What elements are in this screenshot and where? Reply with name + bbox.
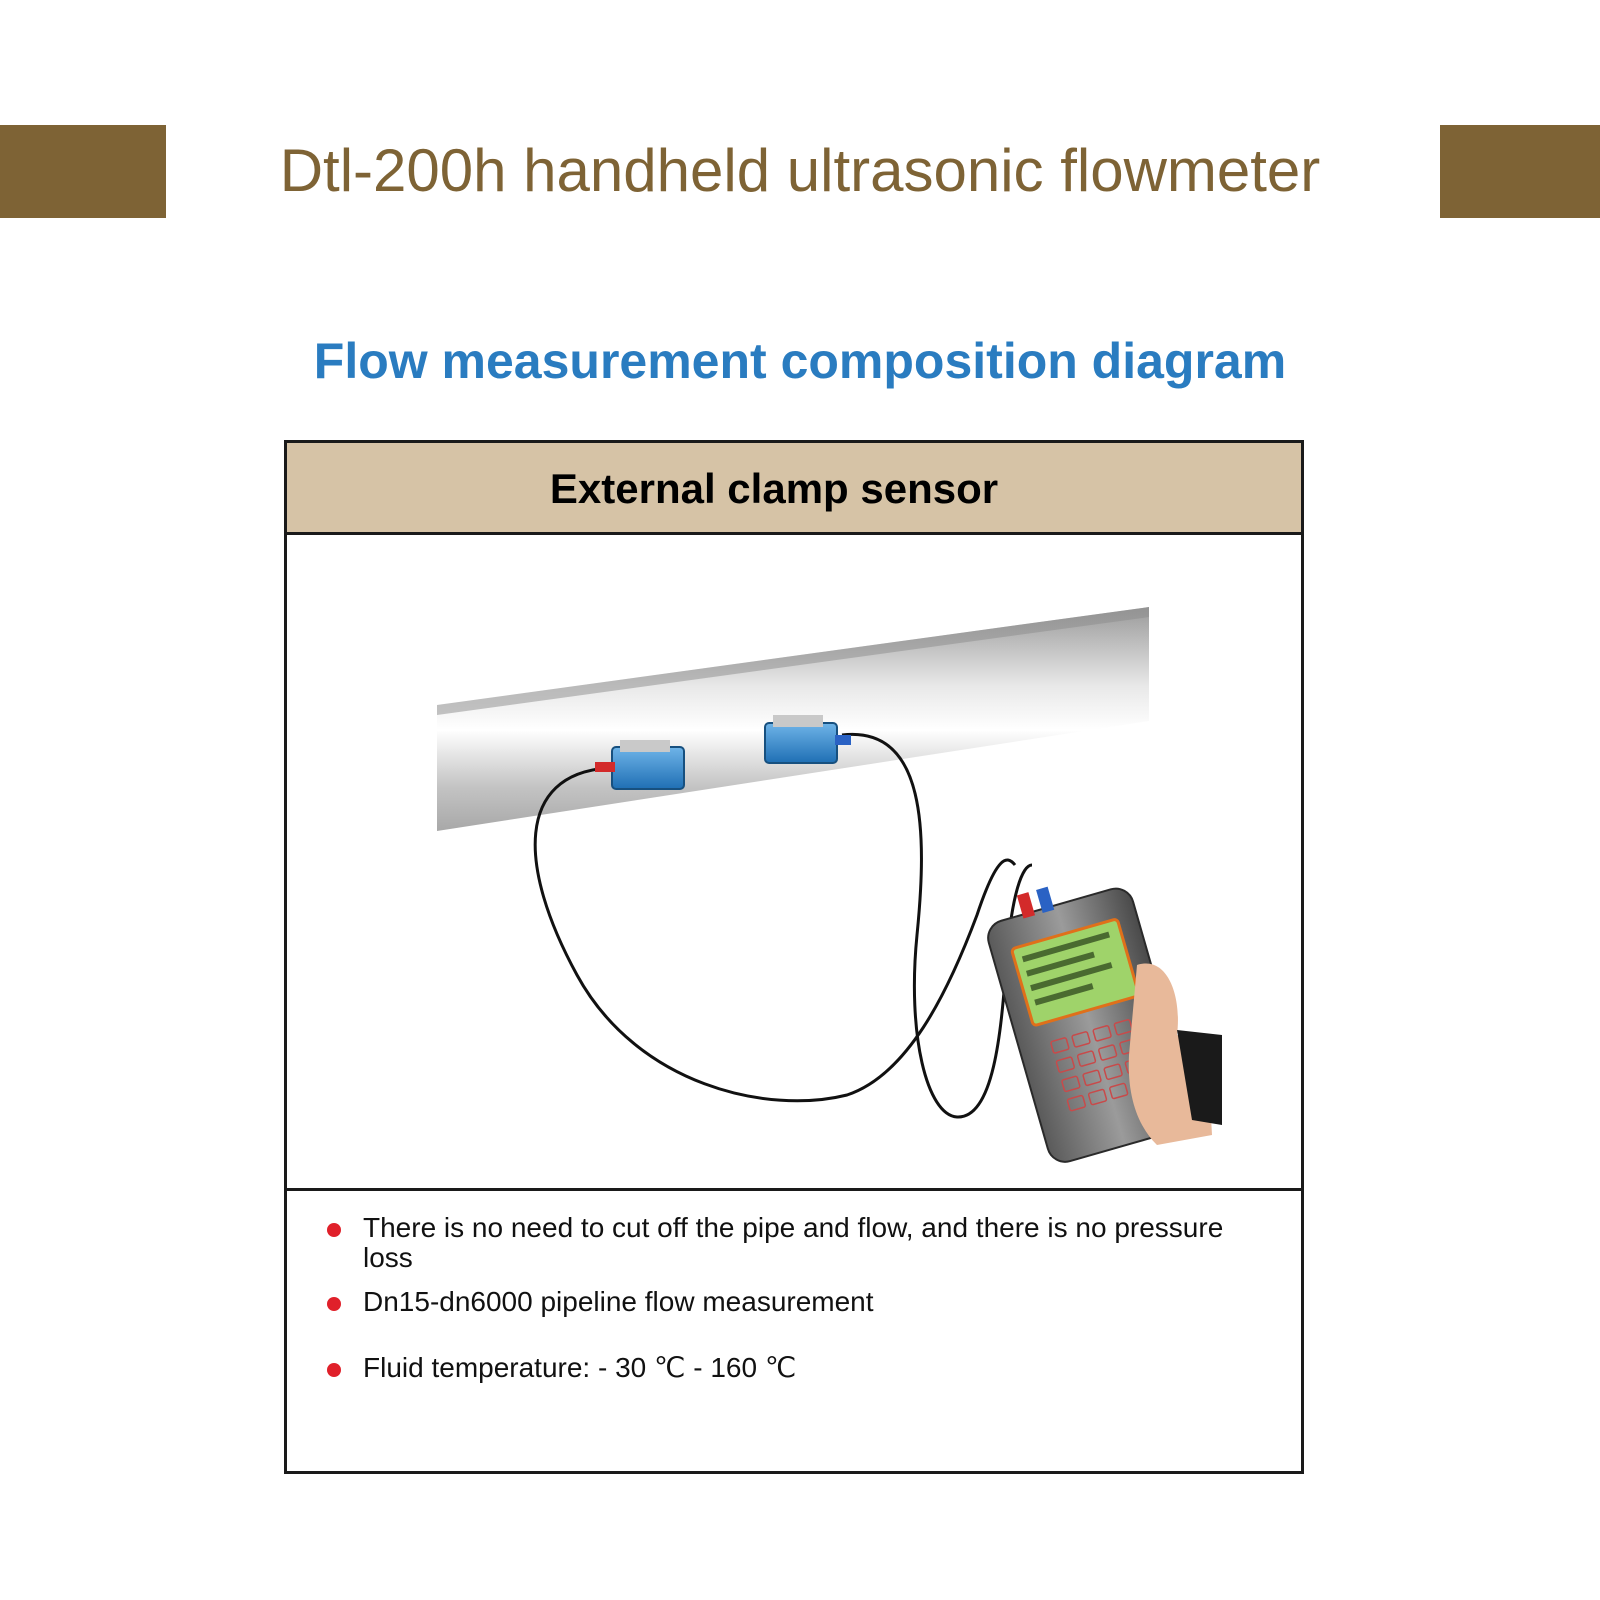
header-accent-bar-right [1440, 125, 1600, 218]
bullet-dot-icon [327, 1223, 341, 1237]
diagram-panel: External clamp sensor [284, 440, 1304, 1474]
panel-header: External clamp sensor [287, 443, 1301, 535]
header-accent-bar-left [0, 125, 166, 218]
feature-text: Dn15-dn6000 pipeline flow measurement [363, 1286, 874, 1317]
transducer-upstream [595, 740, 685, 790]
cable-upstream [533, 766, 1017, 1103]
section-title: Flow measurement composition diagram [313, 333, 1287, 389]
list-item: There is no need to cut off the pipe and… [317, 1213, 1257, 1273]
panel-divider [287, 1188, 1301, 1191]
transducer-downstream [764, 715, 851, 764]
panel-heading: External clamp sensor [549, 465, 999, 512]
list-item: Fluid temperature: - 30 ℃ - 160 ℃ [317, 1353, 1257, 1383]
hand [1128, 963, 1222, 1145]
list-item: Dn15-dn6000 pipeline flow measurement [317, 1287, 1257, 1317]
page-title: Dtl-200h handheld ultrasonic flowmeter [279, 137, 1321, 204]
feature-text: Fluid temperature: - 30 ℃ - 160 ℃ [363, 1352, 797, 1383]
feature-text: There is no need to cut off the pipe and… [363, 1212, 1224, 1273]
flowmeter-illustration [437, 607, 1222, 1163]
bullet-dot-icon [327, 1297, 341, 1311]
bullet-dot-icon [327, 1363, 341, 1377]
feature-list: There is no need to cut off the pipe and… [317, 1213, 1257, 1383]
